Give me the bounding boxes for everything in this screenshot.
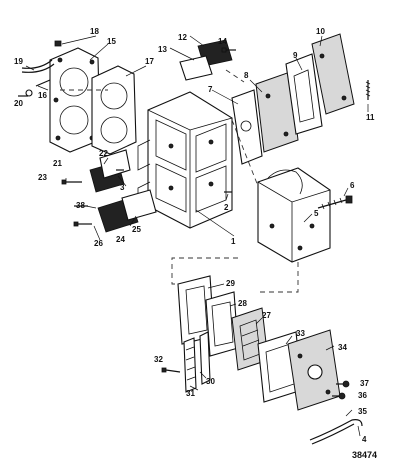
callout-3: 3	[120, 183, 125, 192]
callout-32: 32	[154, 355, 163, 364]
callout-17: 17	[145, 57, 154, 66]
callout-14: 14	[218, 37, 227, 46]
intake-hose	[309, 419, 363, 445]
transfer-cover-gasket	[231, 89, 263, 165]
callout-31: 31	[186, 389, 195, 398]
callout-15: 15	[107, 37, 116, 46]
callout-12: 12	[178, 33, 187, 42]
callout-38: 38	[76, 201, 85, 210]
callout-24: 24	[116, 235, 125, 244]
callout-7: 7	[208, 85, 213, 94]
callout-29: 29	[226, 279, 235, 288]
callout-27: 27	[262, 311, 271, 320]
callout-30: 30	[206, 377, 215, 386]
bypass-cover	[179, 39, 233, 81]
callout-25: 25	[132, 225, 141, 234]
callout-26: 26	[94, 239, 103, 248]
callout-16: 16	[38, 91, 47, 100]
callout-23: 23	[38, 173, 47, 182]
callout-11: 11	[366, 113, 375, 122]
callout-labels: 18 15 17 19 16 20 12 13 14 10 9 8 7 11 6…	[14, 27, 375, 444]
callout-1: 1	[231, 237, 236, 246]
head-gasket	[91, 65, 137, 155]
screws	[18, 47, 371, 400]
callout-13: 13	[158, 45, 167, 54]
callout-37: 37	[360, 379, 369, 388]
callout-6: 6	[350, 181, 355, 190]
side-cover	[89, 149, 131, 193]
reed-petals	[183, 331, 211, 393]
callout-21: 21	[53, 159, 62, 168]
crankcase-cover	[257, 167, 331, 263]
lower-cover	[97, 189, 157, 233]
callout-20: 20	[14, 99, 23, 108]
callout-22: 22	[99, 149, 108, 158]
callout-33: 33	[296, 329, 305, 338]
exhaust-cover	[311, 33, 355, 115]
callout-35: 35	[358, 407, 367, 416]
transfer-cover	[255, 71, 299, 153]
callout-18: 18	[90, 27, 99, 36]
reference-number: 38474	[352, 450, 377, 460]
callout-36: 36	[358, 391, 367, 400]
callout-9: 9	[293, 51, 298, 60]
hose	[21, 59, 55, 73]
fittings	[25, 40, 62, 97]
callout-19: 19	[14, 57, 23, 66]
callout-8: 8	[244, 71, 249, 80]
callout-4: 4	[362, 435, 367, 444]
cylinder-block	[137, 91, 233, 229]
callout-5: 5	[314, 209, 319, 218]
leader-lines	[25, 35, 369, 437]
exhaust-plate-gasket	[285, 53, 323, 135]
callout-28: 28	[238, 299, 247, 308]
callout-34: 34	[338, 343, 347, 352]
callout-10: 10	[316, 27, 325, 36]
intake-cover	[287, 329, 341, 411]
callout-2: 2	[224, 203, 229, 212]
